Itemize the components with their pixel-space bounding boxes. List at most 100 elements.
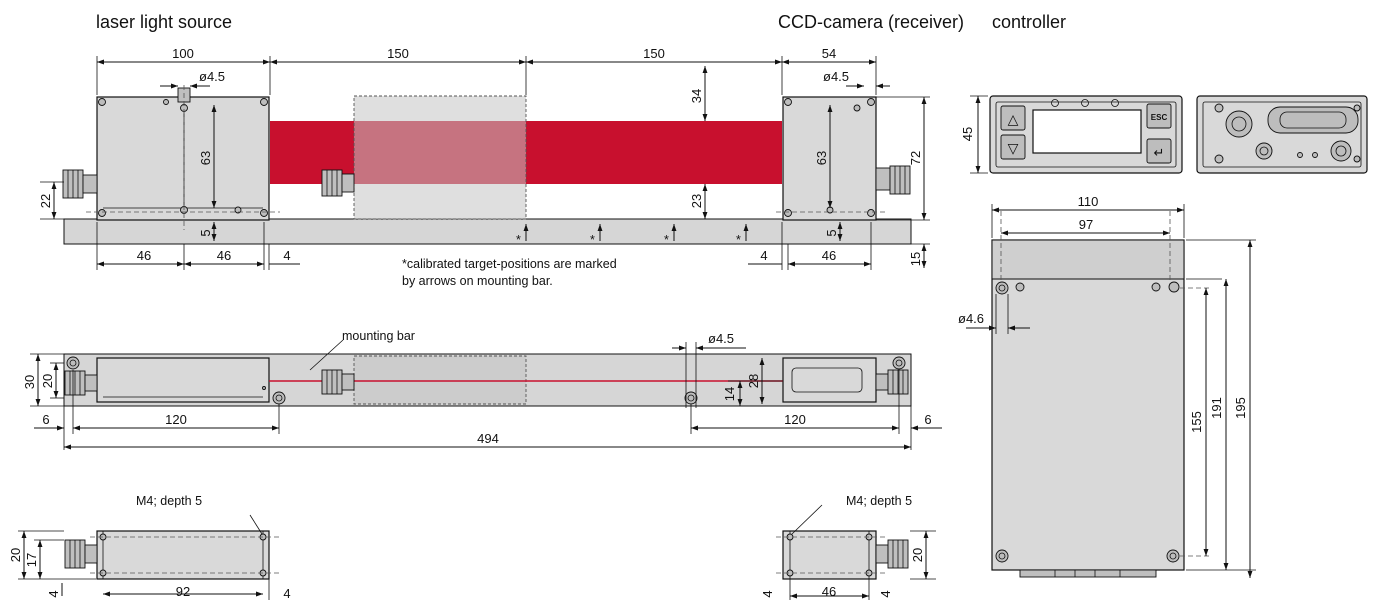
laser-connector-top — [64, 370, 98, 396]
dim-30: 30 — [22, 375, 37, 389]
dim-494: 494 — [477, 431, 499, 446]
camera-connector-side — [875, 539, 909, 569]
star-mark-1: * — [516, 233, 521, 247]
dim-20-top: 20 — [40, 374, 55, 388]
dim-120-right: 120 — [784, 412, 806, 427]
heading-controller: controller — [992, 12, 1067, 32]
dim-150-b: 150 — [643, 46, 665, 61]
controller-display — [1032, 109, 1142, 154]
target-area-front — [353, 95, 527, 220]
laser-connector-side — [64, 539, 98, 569]
laser-housing-side — [96, 530, 270, 580]
dim-22: 22 — [38, 194, 53, 208]
label-m4-depth-right: M4; depth 5 — [846, 494, 912, 508]
mount-holes-top — [66, 356, 906, 405]
dim-46-camera-side: 46 — [822, 584, 836, 599]
dim-17: 17 — [24, 553, 39, 567]
star-mark-3: * — [664, 233, 669, 247]
camera-connector-top — [875, 369, 909, 395]
laser-connector-front — [62, 169, 98, 199]
dim-14: 14 — [722, 387, 737, 401]
esc-label: ESC — [1151, 113, 1168, 122]
controller-body-top — [991, 239, 1185, 571]
camera-connector-front — [875, 165, 911, 195]
laser-housing-front — [96, 96, 270, 221]
dim-191: 191 — [1209, 397, 1224, 419]
star-mark-2: * — [590, 233, 595, 247]
laser-side-view: M4; depth 5 20 17 4 92 4 — [8, 494, 291, 600]
label-m4-depth-left: M4; depth 5 — [136, 494, 202, 508]
dim-20-camera-side: 20 — [910, 548, 925, 562]
enter-icon: ↵ — [1154, 145, 1165, 160]
dim-4-laser-side-b: 4 — [283, 586, 290, 600]
dim-6-left: 6 — [42, 412, 49, 427]
dim-4-camera-side-b: 4 — [878, 590, 893, 597]
calibration-arrows: * * * * — [516, 224, 749, 247]
camera-housing-top — [782, 357, 877, 403]
down-arrow-icon: ▽ — [1008, 140, 1019, 156]
label-mounting-bar: mounting bar — [342, 329, 415, 343]
small-connector-icon — [1255, 142, 1273, 160]
dim-45-controller: 45 — [960, 127, 975, 141]
dim-92: 92 — [176, 584, 190, 599]
controller-esc-button — [1146, 103, 1172, 129]
dim-4-b: 4 — [760, 248, 767, 263]
top-view: mounting bar ø4.5 30 20 14 28 — [22, 329, 942, 450]
heading-laser-light-source: laser light source — [96, 12, 233, 32]
dim-46-camera: 46 — [822, 248, 836, 263]
dim-72: 72 — [908, 151, 923, 165]
dim-110: 110 — [1078, 194, 1099, 209]
dim-6-right: 6 — [924, 412, 931, 427]
dim-d4.5-bar: ø4.5 — [708, 331, 734, 346]
dim-46-b: 46 — [217, 248, 231, 263]
heading-ccd-camera: CCD-camera (receiver) — [778, 12, 965, 32]
dim-63-camera: 63 — [814, 151, 829, 165]
dim-d4.5-camera: ø4.5 — [823, 69, 849, 84]
dim-5-laser: 5 — [198, 229, 213, 236]
dim-150-a: 150 — [387, 46, 409, 61]
m12-connector-icon — [1330, 140, 1352, 162]
mounting-bar-front — [63, 218, 912, 245]
laser-housing-top — [96, 357, 270, 403]
note-line-2: by arrows on mounting bar. — [402, 274, 553, 288]
dim-97: 97 — [1079, 217, 1093, 232]
camera-housing-side — [782, 530, 877, 580]
dim-4-camera-side-a: 4 — [760, 590, 775, 597]
dim-4-laser-side: 4 — [46, 590, 61, 597]
target-connector-front — [321, 169, 355, 197]
up-arrow-icon: △ — [1008, 111, 1019, 127]
target-area-top — [353, 355, 527, 405]
dim-63-laser: 63 — [198, 151, 213, 165]
camera-side-view: M4; depth 5 20 46 4 4 — [760, 494, 936, 600]
controller-enter-button — [1146, 138, 1172, 164]
note-line-1: *calibrated target-positions are marked — [402, 257, 617, 271]
controller-rear-panel — [1196, 95, 1368, 174]
dim-120-left: 120 — [165, 412, 187, 427]
target-connector-top — [321, 369, 355, 395]
dim-d4.5-laser: ø4.5 — [199, 69, 225, 84]
round-connector-icon — [1225, 110, 1253, 138]
controller-up-button — [1000, 105, 1026, 131]
dim-34: 34 — [689, 89, 704, 103]
dim-100: 100 — [172, 46, 194, 61]
dim-23: 23 — [689, 194, 704, 208]
sub-d-connector-icon — [1267, 106, 1359, 134]
dim-15: 15 — [908, 252, 923, 266]
dim-195: 195 — [1233, 397, 1248, 419]
controller-down-button — [1000, 134, 1026, 160]
dim-d4.6: ø4.6 — [958, 311, 984, 326]
dim-20-laser-side: 20 — [8, 548, 23, 562]
dim-5-camera: 5 — [824, 229, 839, 236]
star-mark-4: * — [736, 233, 741, 247]
dim-46-a: 46 — [137, 248, 151, 263]
dim-4-a: 4 — [283, 248, 290, 263]
dim-28: 28 — [746, 374, 761, 388]
controller-top-view — [991, 211, 1212, 578]
note-calibrated-positions: *calibrated target-positions are marked … — [402, 256, 617, 290]
dim-155: 155 — [1189, 411, 1204, 433]
front-view: * * * * — [38, 46, 930, 270]
controller-front-panel: △ ▽ ESC ↵ — [989, 95, 1183, 174]
dim-54: 54 — [822, 46, 836, 61]
